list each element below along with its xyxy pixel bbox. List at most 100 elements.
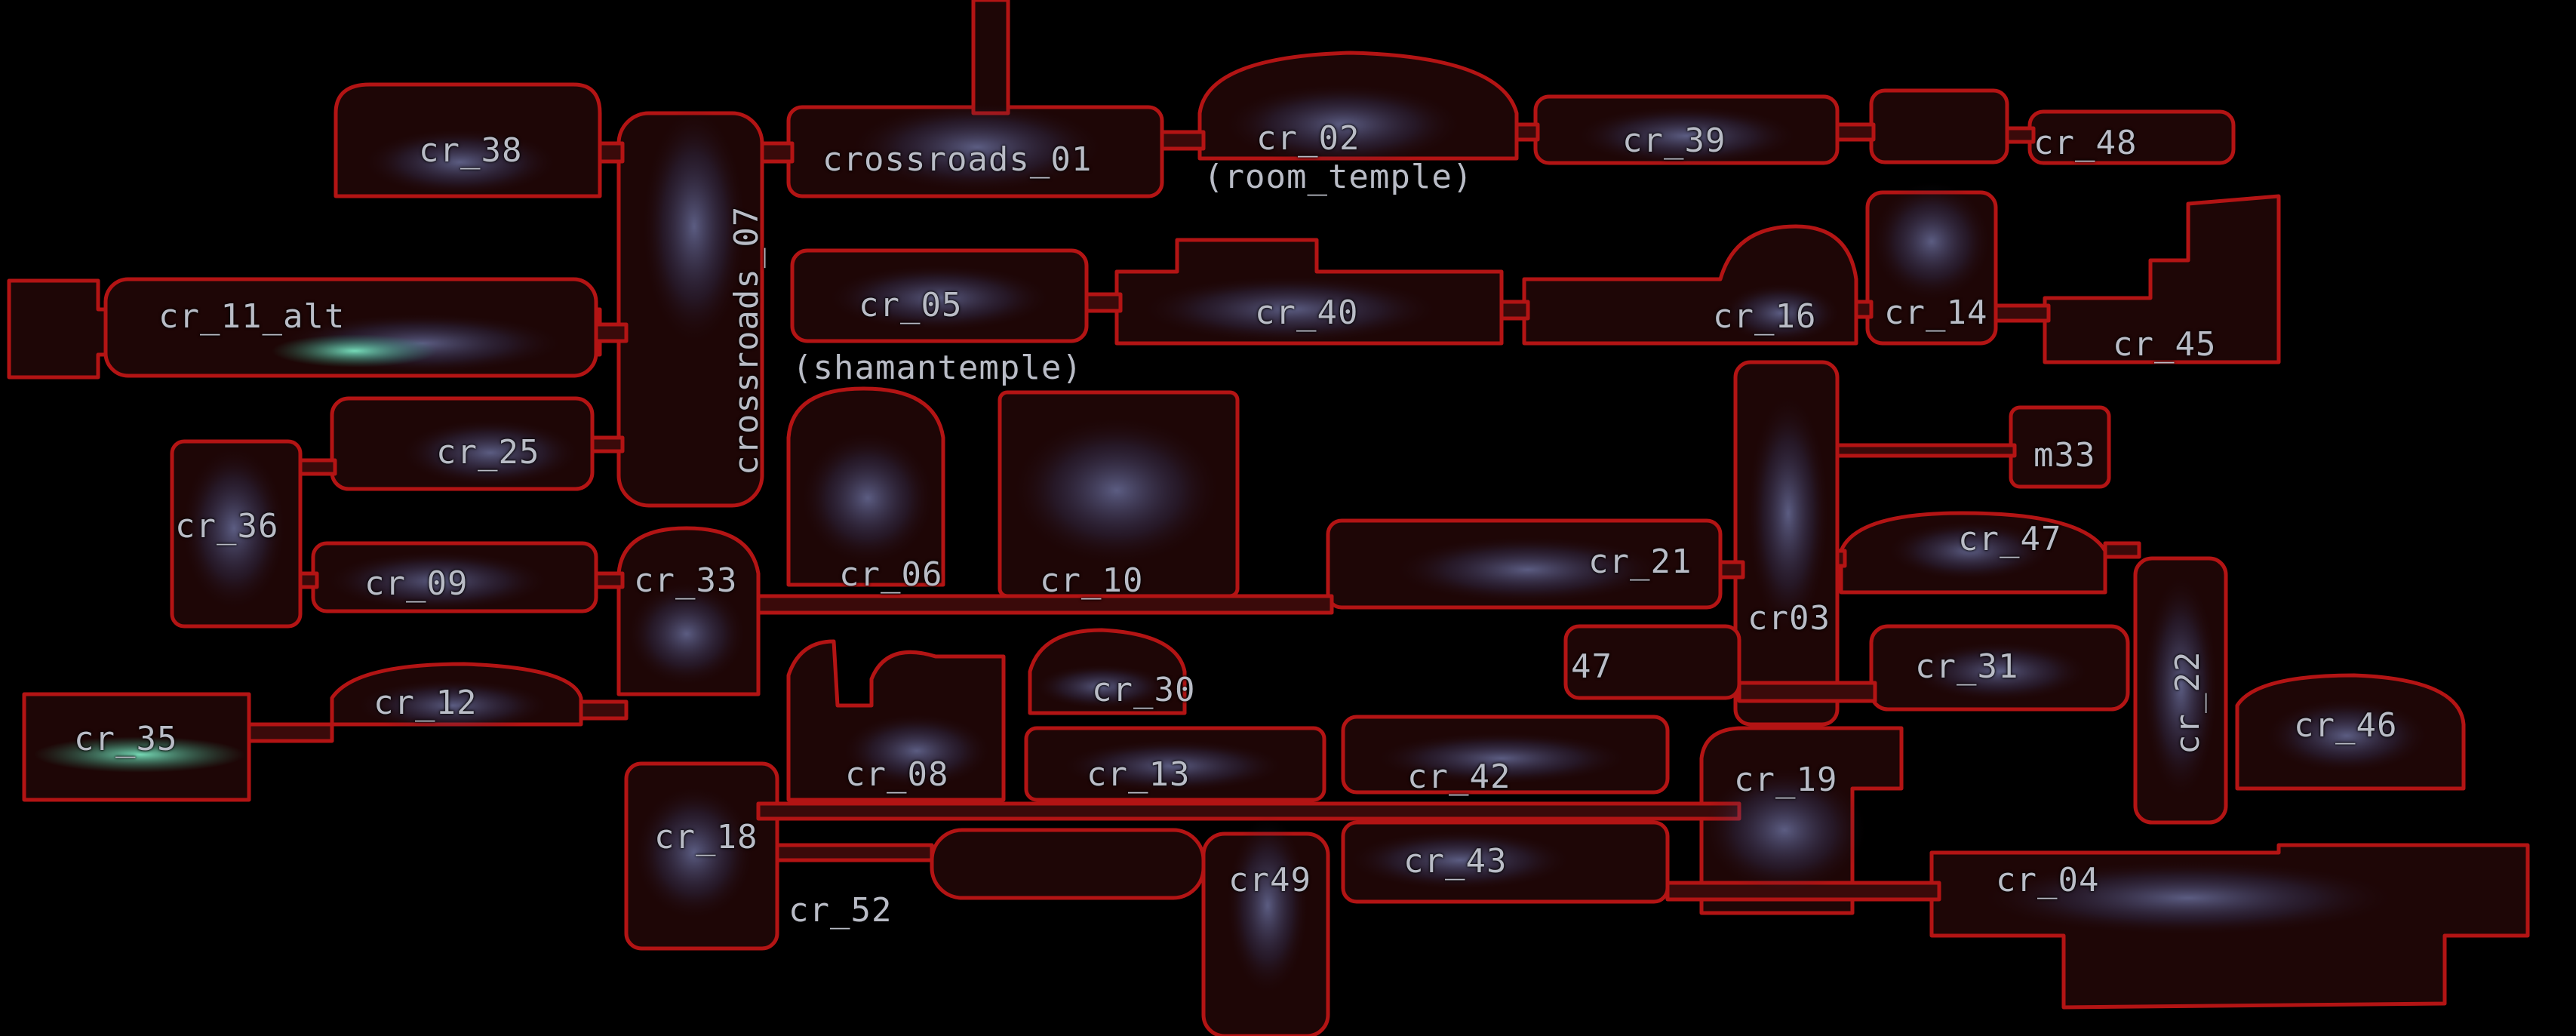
room-shape-cr-45 xyxy=(2043,194,2281,364)
room-shape-47 xyxy=(1563,624,1741,700)
room-label-cr-38[interactable]: cr_38 xyxy=(419,131,523,170)
connector-22 xyxy=(247,722,334,743)
room-label-shamantemple[interactable]: (shamantemple) xyxy=(792,349,1083,387)
room-label-cr-25[interactable]: cr_25 xyxy=(436,433,540,472)
room-label-room-temple[interactable]: (room_temple) xyxy=(1203,158,1474,196)
room-label-cr-13[interactable]: cr_13 xyxy=(1087,755,1191,794)
room-label-cr-10[interactable]: cr_10 xyxy=(1040,561,1144,600)
map-art-glow-8 xyxy=(1720,283,1841,343)
room-shape-cr-52-a xyxy=(930,828,1206,900)
map-art-glow-27 xyxy=(1701,766,1867,894)
connector-13 xyxy=(298,571,319,589)
connector-11 xyxy=(590,435,625,453)
connector-4 xyxy=(1835,122,1876,142)
room-label-cr-18[interactable]: cr_18 xyxy=(654,818,758,856)
connector-2 xyxy=(1160,130,1206,151)
room-label-cr-48[interactable]: cr_48 xyxy=(2033,124,2138,162)
room-label-cr-36[interactable]: cr_36 xyxy=(175,507,279,546)
map-art-glow-7 xyxy=(1139,275,1441,343)
connector-8 xyxy=(1499,300,1530,321)
map-art-glow-31 xyxy=(1977,860,2399,936)
map-art-glow-2 xyxy=(849,102,1105,192)
connector-6 xyxy=(594,322,629,343)
map-art-glow-15 xyxy=(1011,415,1222,566)
room-label-cr-35[interactable]: cr_35 xyxy=(74,720,178,758)
connector-16 xyxy=(1718,560,1745,579)
room-label-cr-16[interactable]: cr_16 xyxy=(1713,297,1817,336)
map-art-glow-11 xyxy=(181,445,287,611)
acid-pool-cr-11-alt xyxy=(272,334,438,367)
room-label-cr-33[interactable]: cr_33 xyxy=(634,561,738,600)
map-art-glow-17 xyxy=(1747,392,1830,634)
map-art-glow-22 xyxy=(355,679,551,732)
map-art-glow-18 xyxy=(1886,521,2052,581)
map-art-glow-30 xyxy=(1226,815,1309,996)
room-label-cr-47[interactable]: cr_47 xyxy=(1958,520,2062,558)
map-art-glow-14 xyxy=(800,430,936,566)
room-label-cr-46[interactable]: cr_46 xyxy=(2294,706,2398,745)
room-label-cr-09[interactable]: cr_09 xyxy=(364,564,469,603)
room-label-cr-02[interactable]: cr_02 xyxy=(1256,119,1360,158)
map-art-glow-29 xyxy=(1347,830,1573,890)
connector-23 xyxy=(756,801,1741,821)
connector-0 xyxy=(598,141,625,164)
room-label-cr03[interactable]: cr03 xyxy=(1748,599,1831,638)
room-label-cr-31[interactable]: cr_31 xyxy=(1915,647,2019,686)
room-label-cr-05[interactable]: cr_05 xyxy=(859,286,963,324)
room-label-cr-30[interactable]: cr_30 xyxy=(1092,671,1196,709)
room-label-cr-52[interactable]: cr_52 xyxy=(788,891,893,930)
room-label-cr-42[interactable]: cr_42 xyxy=(1407,758,1511,796)
map-art-glow-4 xyxy=(1573,106,1800,166)
room-label-cr-04[interactable]: cr_04 xyxy=(1996,861,2100,899)
map-art-glow-6 xyxy=(826,264,1053,332)
connector-20 xyxy=(1737,681,1877,703)
connector-1 xyxy=(760,141,795,164)
map-art-glow-26 xyxy=(1373,732,1630,785)
room-label-crossroads-07[interactable]: crossroads_07 xyxy=(727,205,766,475)
map-art-glow-28 xyxy=(634,785,755,921)
room-label-cr-45[interactable]: cr_45 xyxy=(2113,325,2217,364)
room-label-crossroads-01[interactable]: crossroads_01 xyxy=(822,140,1093,179)
map-art-glow-9 xyxy=(1871,181,1992,302)
room-label-cr-11-alt[interactable]: cr_11_alt xyxy=(158,297,346,336)
room-label-m33[interactable]: m33 xyxy=(2033,436,2096,475)
map-art-glow-20 xyxy=(2143,573,2218,800)
connector-15 xyxy=(756,594,1334,615)
connector-17 xyxy=(1835,549,1847,568)
room-label-47[interactable]: 47 xyxy=(1571,647,1612,686)
connector-24 xyxy=(775,843,934,862)
connector-7 xyxy=(1084,292,1123,313)
map-art-glow-0 xyxy=(362,128,558,196)
connector-12 xyxy=(298,458,337,476)
room-label-cr-08[interactable]: cr_08 xyxy=(845,755,949,794)
map-art-glow-21 xyxy=(2264,698,2430,773)
room-label-cr-06[interactable]: cr_06 xyxy=(839,555,943,594)
room-label-cr-21[interactable]: cr_21 xyxy=(1588,543,1692,581)
connector-9 xyxy=(1854,300,1874,319)
connector-10 xyxy=(1993,303,2051,323)
room-label-cr-40[interactable]: cr_40 xyxy=(1255,294,1359,332)
connector-14 xyxy=(594,571,625,589)
map-art-glow-19 xyxy=(1909,641,2090,702)
map-art-glow-3 xyxy=(1222,83,1464,166)
room-shape-cr-48-a xyxy=(1869,88,2009,164)
map-art-glow-16 xyxy=(1392,536,1664,604)
room-label-cr-14[interactable]: cr_14 xyxy=(1884,294,1988,332)
map-art-glow-25 xyxy=(1060,739,1286,792)
room-label-cr-39[interactable]: cr_39 xyxy=(1622,121,1726,160)
room-label-cr49[interactable]: cr49 xyxy=(1228,861,1311,899)
map-art-glow-10 xyxy=(400,419,581,487)
map-art-glow-23 xyxy=(841,713,992,789)
room-label-cr-12[interactable]: cr_12 xyxy=(373,684,478,722)
room-label-cr-19[interactable]: cr_19 xyxy=(1734,761,1838,799)
room-label-cr-22[interactable]: cr_22 xyxy=(2169,650,2207,755)
connector-3 xyxy=(1514,122,1540,142)
connector-5 xyxy=(2005,126,2036,144)
map-art-glow-13 xyxy=(626,581,747,687)
connector-21 xyxy=(579,699,629,721)
room-label-cr-43[interactable]: cr_43 xyxy=(1403,842,1508,881)
shaft-top xyxy=(971,0,1010,115)
map-art-glow-24 xyxy=(1034,664,1170,709)
acid-pool-cr-35 xyxy=(34,736,245,773)
